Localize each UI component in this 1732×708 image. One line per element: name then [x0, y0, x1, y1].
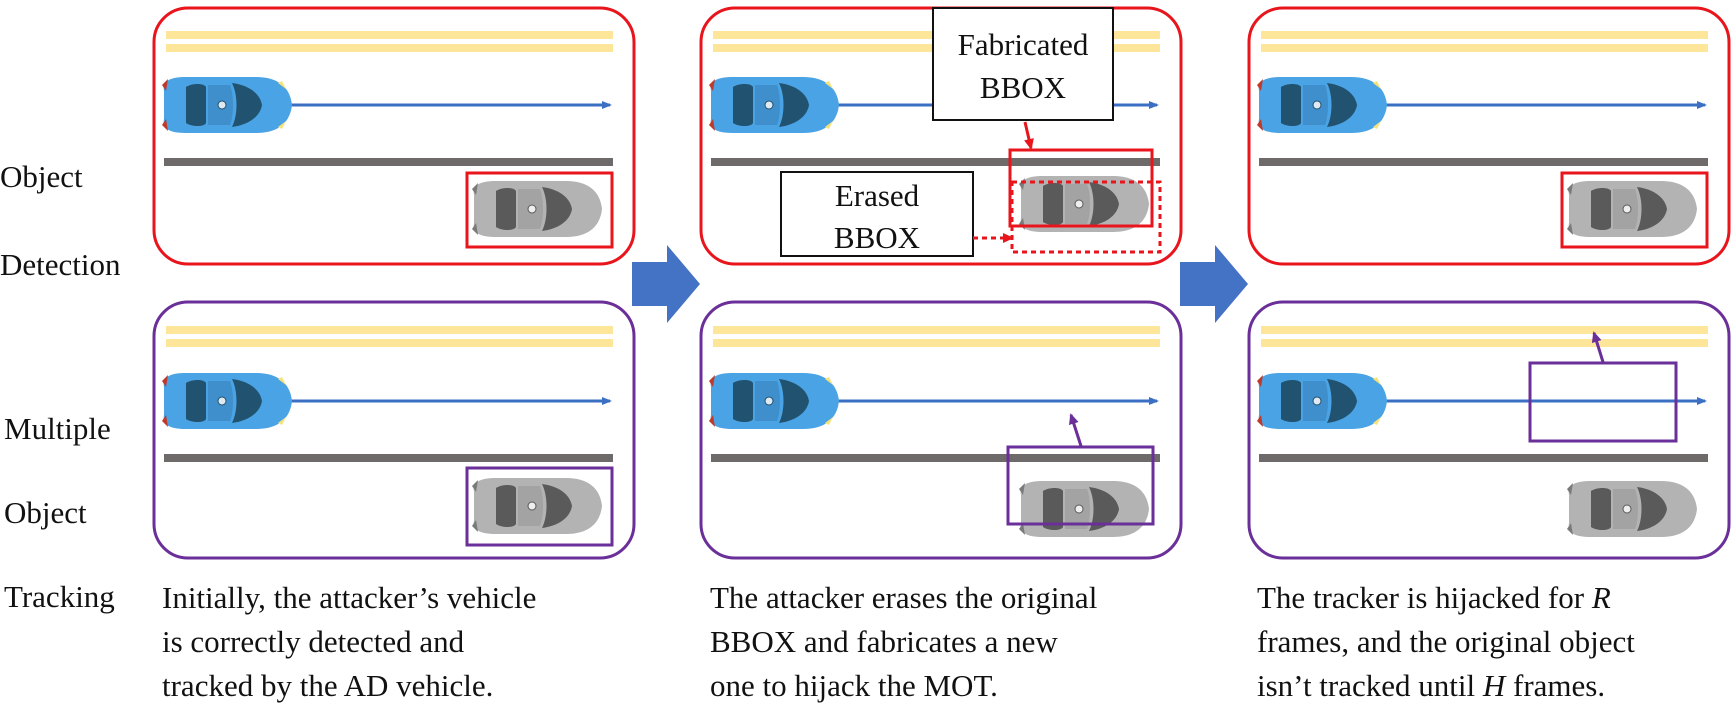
caption-line: tracked by the AD vehicle.	[162, 664, 536, 708]
caption-text: tracked by the AD vehicle.	[162, 668, 494, 703]
tracker-motion-arrow	[1591, 331, 1605, 363]
callout-erased-line2: BBOX	[834, 220, 920, 255]
caption-line: The tracker is hijacked for R	[1257, 576, 1635, 620]
road-lane-marking	[1261, 44, 1708, 52]
ego-car	[1256, 76, 1388, 134]
road-edge	[164, 454, 613, 462]
callout-fabricated-line2: BBOX	[980, 70, 1066, 105]
panel-col1-tracking	[152, 300, 636, 560]
detection-bbox	[1560, 171, 1709, 249]
caption-text: one to hijack the MOT.	[710, 668, 998, 703]
step-arrow-2	[1180, 245, 1248, 323]
row-label-line: Tracking	[4, 579, 115, 614]
caption-text: BBOX and fabricates a new	[710, 624, 1058, 659]
road-lane-marking	[166, 44, 613, 52]
caption-variable: R	[1591, 580, 1611, 615]
hijacked-tracking-bbox	[1528, 361, 1678, 443]
fabricated-bbox	[1008, 148, 1154, 228]
row-label-line: Detection	[0, 247, 121, 282]
road-edge	[711, 158, 1160, 166]
road-edge	[164, 158, 613, 166]
road-edge	[1259, 158, 1708, 166]
panel-col2-tracking	[699, 300, 1183, 560]
panel-col2-detection: Fabricated BBOX Erased BBOX	[699, 6, 1183, 266]
road-lane-marking	[1261, 339, 1708, 347]
caption-text: Initially, the attacker’s vehicle	[162, 580, 537, 615]
caption-line: frames, and the original object	[1257, 620, 1635, 664]
road-lane-marking	[713, 339, 1160, 347]
road-lane-marking	[166, 339, 613, 347]
row-label-tracking: Multiple Object Tracking	[4, 366, 115, 660]
row-label-detection: Object Detection	[0, 111, 121, 331]
callout-erased-line1: Erased	[835, 178, 920, 213]
caption-line: BBOX and fabricates a new	[710, 620, 1097, 664]
erased-bbox	[1010, 180, 1162, 254]
tracking-bbox	[465, 466, 614, 547]
caption-text: is correctly detected and	[162, 624, 465, 659]
row-label-line: Object	[4, 495, 87, 530]
road-edge	[1259, 454, 1708, 462]
panel-col3-tracking	[1247, 300, 1731, 560]
attacker-car	[1566, 180, 1698, 238]
caption-text: The tracker is hijacked for	[1257, 580, 1592, 615]
erased-bbox-callout: Erased BBOX	[780, 171, 974, 257]
caption-text: The attacker erases the original	[710, 580, 1098, 615]
ego-car	[708, 372, 840, 430]
row-label-line: Multiple	[4, 411, 111, 446]
ego-car	[708, 76, 840, 134]
attacker-car	[471, 180, 603, 238]
road-edge	[711, 454, 1160, 462]
fabricated-bbox-callout: Fabricated BBOX	[932, 7, 1114, 121]
attacker-car	[1566, 480, 1698, 538]
road-lane-marking	[166, 31, 613, 39]
panel-col1-detection	[152, 6, 636, 266]
attacker-car	[471, 477, 603, 535]
callout-fabricated-line1: Fabricated	[958, 27, 1089, 62]
tracker-motion-arrow	[1069, 413, 1083, 447]
caption-col1: Initially, the attacker’s vehicle is corr…	[162, 576, 536, 708]
fabricated-pointer-arrow	[1023, 121, 1034, 150]
ego-car	[161, 76, 293, 134]
road-lane-marking	[1261, 326, 1708, 334]
attacker-car	[1018, 480, 1150, 538]
road-lane-marking	[713, 326, 1160, 334]
caption-text: frames.	[1505, 668, 1606, 703]
caption-line: isn’t tracked until H frames.	[1257, 664, 1635, 708]
attacker-car	[1018, 175, 1150, 233]
caption-line: The attacker erases the original	[710, 576, 1097, 620]
road-lane-marking	[1261, 31, 1708, 39]
ego-car	[1256, 372, 1388, 430]
caption-variable: H	[1482, 668, 1506, 703]
caption-text: frames, and the original object	[1257, 624, 1635, 659]
road-lane-marking	[166, 326, 613, 334]
ego-car	[161, 372, 293, 430]
caption-line: is correctly detected and	[162, 620, 536, 664]
caption-line: one to hijack the MOT.	[710, 664, 1097, 708]
tracking-bbox	[1006, 445, 1155, 526]
step-arrow-1	[632, 245, 700, 323]
caption-line: Initially, the attacker’s vehicle	[162, 576, 536, 620]
panel-col3-detection	[1247, 6, 1731, 266]
row-label-line: Object	[0, 159, 83, 194]
detection-bbox	[465, 171, 614, 249]
caption-text: isn’t tracked until	[1257, 668, 1483, 703]
